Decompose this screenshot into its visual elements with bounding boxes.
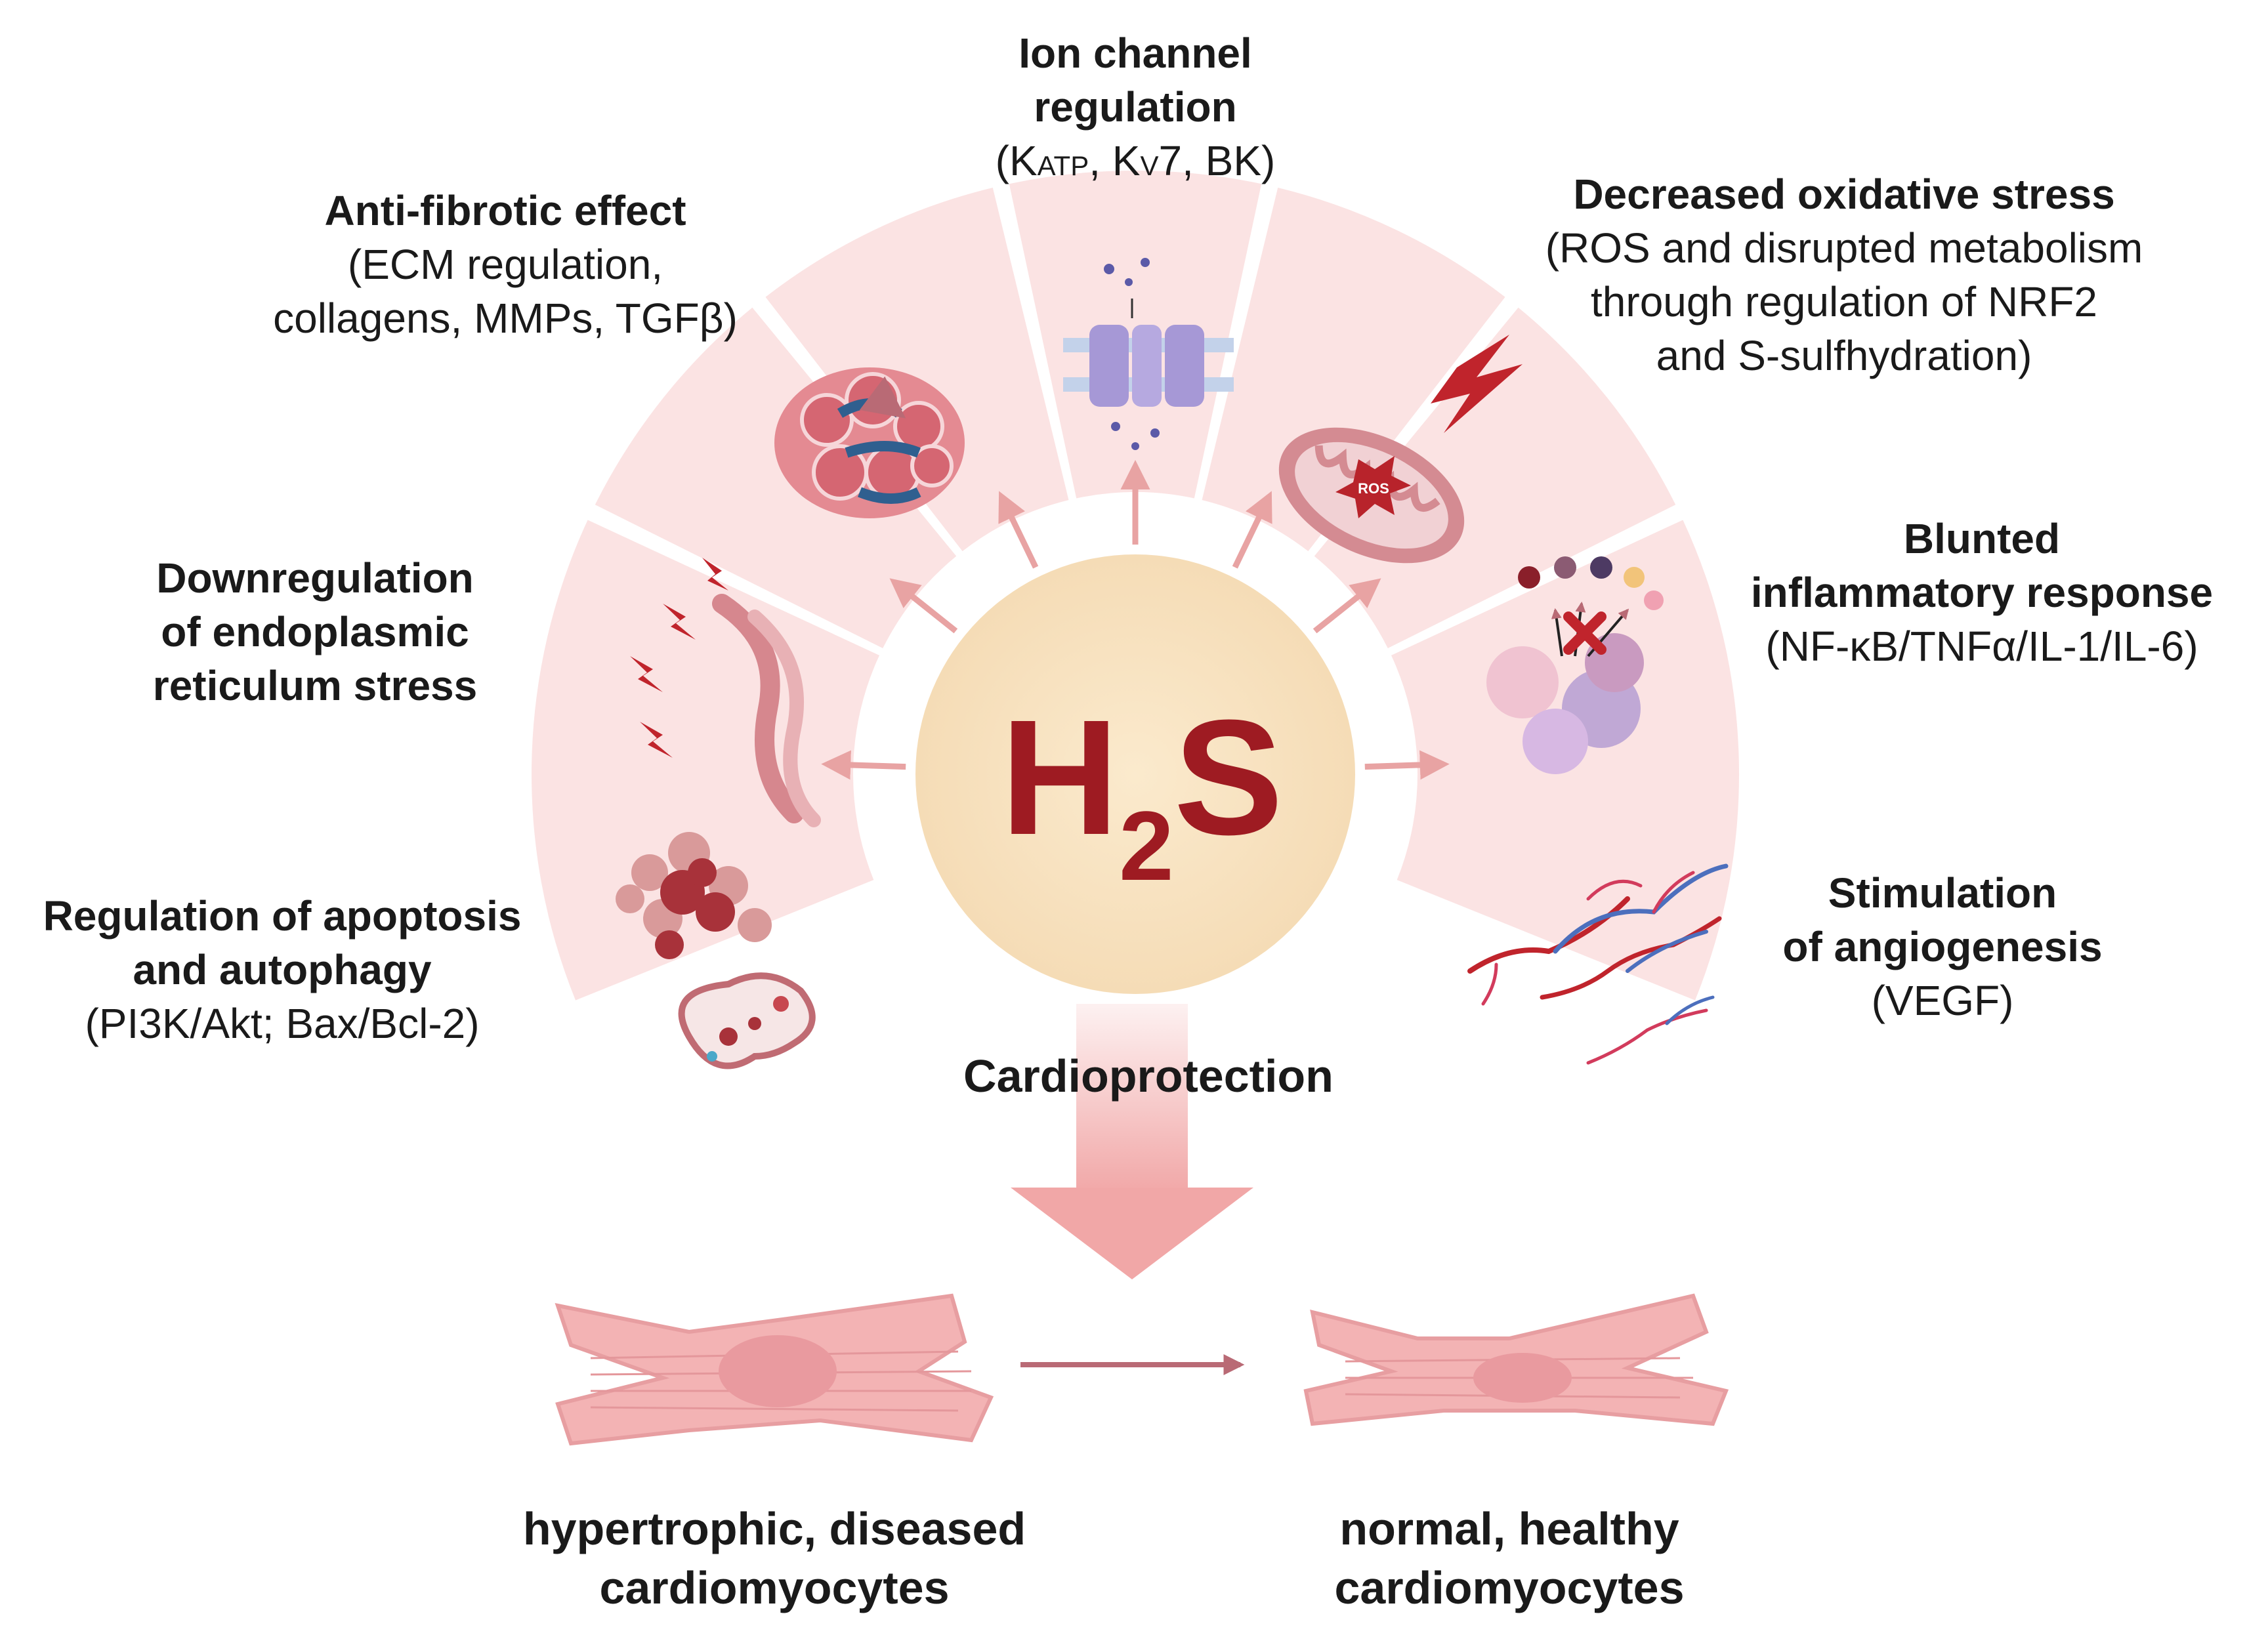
- label-diseased-cells: hypertrophic, diseased cardiomyocytes: [522, 1503, 1026, 1613]
- fibrotic-tissue-icon: [774, 367, 965, 518]
- h2s-label: H2S: [1000, 686, 1284, 901]
- h2s-center-circle: [915, 554, 1355, 994]
- label-anti-fibrotic: Anti-fibrotic effect (ECM regulation, co…: [273, 187, 738, 342]
- pathway-ring: [531, 171, 1739, 1001]
- ion-channel-icon: [1063, 258, 1234, 450]
- label-ion-channel: Ion channel regulation (KATP, KV7, BK): [995, 30, 1276, 184]
- arrow-apoptosis: [821, 750, 906, 780]
- ros-label: ROS: [1358, 480, 1389, 497]
- label-angiogenesis: Stimulation of angiogenesis (VEGF): [1782, 869, 2103, 1024]
- label-healthy-cells: normal, healthy cardiomyocytes: [1334, 1503, 1685, 1613]
- label-er-stress: Downregulation of endoplasmic reticulum …: [152, 554, 478, 709]
- arrow-oxidative: [1232, 491, 1272, 569]
- endoplasmic-reticulum-icon: [630, 558, 821, 827]
- apoptosis-icon: [616, 832, 816, 1069]
- blood-vessels-icon: [1467, 863, 1729, 1065]
- effect-arrows: [821, 460, 1450, 780]
- arrow-angiogenesis: [1364, 750, 1450, 780]
- label-inflammatory: Blunted inflammatory response (NF-κB/TNF…: [1750, 515, 2214, 670]
- label-apoptosis: Regulation of apoptosis and autophagy (P…: [43, 892, 522, 1047]
- label-oxidative-stress: Decreased oxidative stress (ROS and disr…: [1545, 171, 2143, 379]
- immune-cells-icon: [1486, 556, 1664, 774]
- cardioprotection-label: Cardioprotection: [963, 1050, 1334, 1102]
- cardioprotection-arrow: [1011, 1004, 1253, 1279]
- diseased-cardiomyocyte-icon: [555, 1293, 994, 1446]
- arrow-inflammatory: [1312, 578, 1381, 634]
- segment-er-stress: [595, 307, 957, 649]
- segment-fibrotic: [765, 188, 1069, 552]
- segment-apoptosis: [531, 520, 880, 1001]
- healthy-cardiomyocyte-icon: [1303, 1293, 1729, 1426]
- arrow-fibrotic: [998, 491, 1039, 569]
- mitochondrion-icon: [1278, 335, 1522, 564]
- segment-oxidative: [1202, 188, 1505, 552]
- arrow-er-stress: [889, 578, 958, 634]
